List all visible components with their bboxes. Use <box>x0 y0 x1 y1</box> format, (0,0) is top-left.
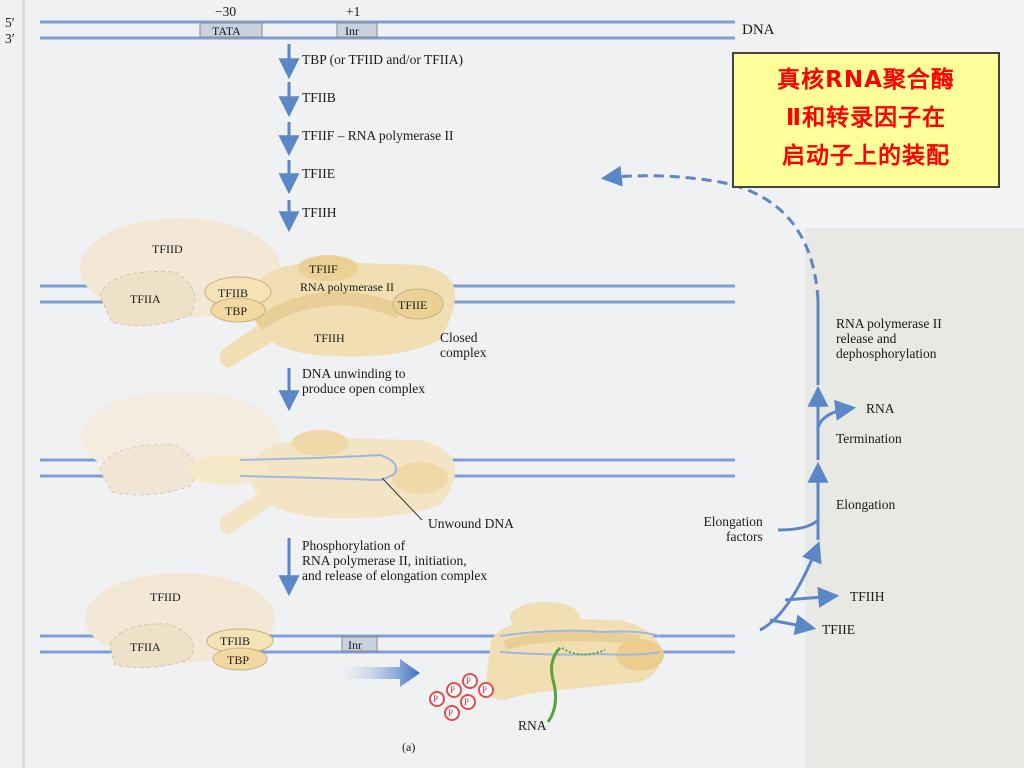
panel-label: (a) <box>402 740 416 754</box>
closed-tfiih-label: TFIIH <box>314 331 345 345</box>
rna-transcript <box>546 646 562 723</box>
rna-transcript-label: RNA <box>518 718 547 733</box>
title-line-3: 启动子上的装配 <box>782 143 950 169</box>
bottom-tbp-label: TBP <box>227 653 250 667</box>
tbp-shape <box>210 297 266 323</box>
closed-complex-label: Closed complex <box>440 330 487 360</box>
rna-polymerase-ii-shape <box>219 262 456 368</box>
title-box: 真核RNA聚合酶 Ⅱ和转录因子在 启动子上的装配 <box>732 52 1000 188</box>
release-arrow <box>330 659 420 687</box>
step-tfiif-pol: TFIIF – RNA polymerase II <box>302 128 454 143</box>
closed-tfiib-label: TFIIB <box>218 286 248 300</box>
cycle-tfiih-label: TFIIH <box>850 589 885 604</box>
bottom-tbp-shape <box>212 647 268 671</box>
step-tfiib: TFIIB <box>302 90 336 105</box>
phosphate-label-5: P <box>464 697 470 707</box>
phosphate-cluster <box>429 673 494 721</box>
title-line-2: Ⅱ和转录因子在 <box>785 105 947 131</box>
phosphate-label-3: P <box>466 676 472 686</box>
release-label: RNA polymerase II release and dephosphor… <box>836 316 942 361</box>
tfiia-shape <box>99 271 196 327</box>
step-tbp: TBP (or TFIID and/or TFIIA) <box>302 52 463 67</box>
unwound-dna-leader <box>381 477 423 521</box>
phosphorylation-step: Phosphorylation of RNA polymerase II, in… <box>302 538 488 583</box>
closed-complex <box>40 218 735 368</box>
inr-label: Inr <box>345 24 359 38</box>
bottom-tfiib-label: TFIIB <box>220 634 250 648</box>
strand-5-label: 5′ <box>5 15 15 30</box>
closed-tfiif-label: TFIIF <box>309 262 338 276</box>
cycle-tfiie-label: TFIIE <box>822 622 855 637</box>
tfiie-shape <box>392 288 444 320</box>
strand-3-label: 3′ <box>5 31 15 46</box>
bottom-tfiia-label: TFIIA <box>130 640 161 654</box>
bottom-inr-box <box>341 636 378 652</box>
phosphate-label-2: P <box>450 685 456 695</box>
elongation-complex <box>486 602 664 723</box>
unwound-dna-label: Unwound DNA <box>428 516 514 531</box>
step-tfiih: TFIIH <box>302 205 337 220</box>
tata-label: TATA <box>212 24 241 38</box>
closed-tbp-label: TBP <box>225 304 248 318</box>
title-line-1: 真核RNA聚合酶 <box>777 67 955 93</box>
bottom-inr-label: Inr <box>348 638 362 652</box>
phosphate-label-4: P <box>482 685 488 695</box>
closed-pol-label: RNA polymerase II <box>300 280 394 294</box>
step-tfiie: TFIIE <box>302 166 335 181</box>
bottom-tfiid-label: TFIID <box>150 590 181 604</box>
top-dna <box>40 20 735 40</box>
position-minus30: −30 <box>215 4 237 19</box>
elongation-factors-label: Elongation factors <box>703 514 763 544</box>
tfiif-shape <box>298 255 358 281</box>
rna-hairpin <box>561 647 606 656</box>
elongation-label: Elongation <box>836 497 896 512</box>
inr-box <box>336 22 378 38</box>
cycle-arrows <box>600 165 857 636</box>
position-plus1: +1 <box>346 4 361 19</box>
open-complex <box>40 391 735 535</box>
cycle-rna-label: RNA <box>866 401 895 416</box>
phosphate-label-1: P <box>433 694 439 704</box>
dna-label: DNA <box>742 22 775 38</box>
unwinding-step: DNA unwinding to produce open complex <box>302 366 425 396</box>
termination-label: Termination <box>836 431 902 446</box>
closed-tfiie-label: TFIIE <box>398 298 428 312</box>
tata-box <box>199 22 263 38</box>
phosphate-label-6: P <box>448 708 454 718</box>
closed-tfiia-label: TFIIA <box>130 292 161 306</box>
closed-tfiid-label: TFIID <box>152 242 183 256</box>
